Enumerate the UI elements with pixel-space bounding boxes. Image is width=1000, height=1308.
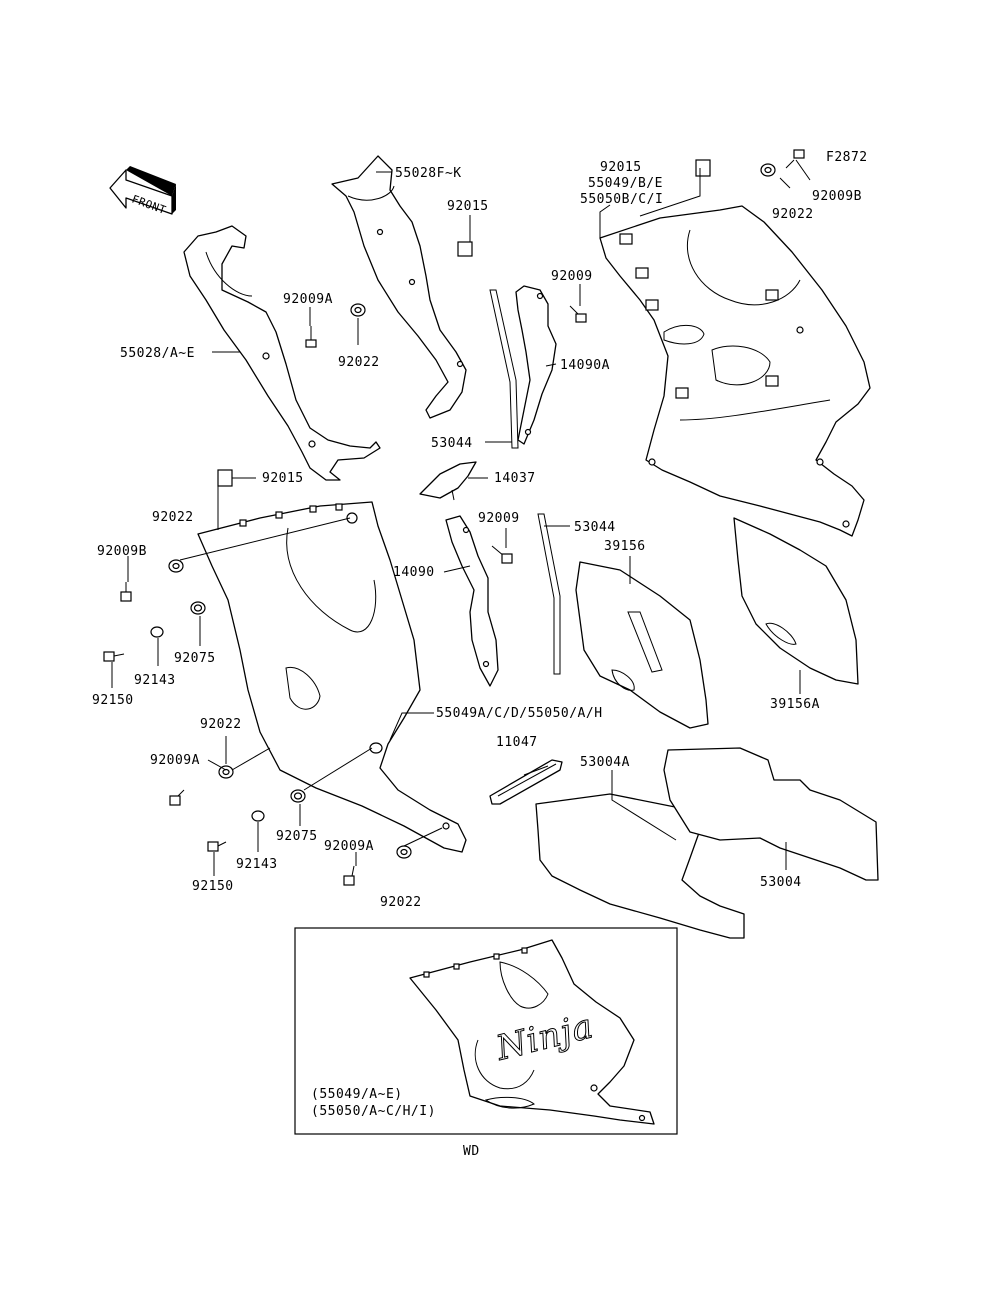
pad-53004-shape [663,747,879,881]
figure-code: F2872 [826,150,868,165]
label-55028AE: 55028/A~E [120,346,195,361]
right-cowl-shape [599,205,871,537]
label-92009A-c: 92009A [324,839,374,854]
clip-92015-b-shape [695,159,711,177]
clip-92015-a-shape [457,241,473,257]
part-14037-shape [419,461,477,499]
pad-39156-shape [575,561,709,729]
bolt-92009A-a-shape [305,326,317,348]
clip-row-left-cowl [239,503,343,527]
bolt-92009-a-shape [569,305,587,323]
label-92009B-a: 92009B [812,189,862,204]
grommet-small-cowl [369,742,383,754]
bracket-14090a-shape [515,285,557,445]
label-92150-b: 92150 [192,879,234,894]
washer-92022-b-shape [350,303,366,317]
trim-53044-a-shape [489,289,519,449]
label-55028FK: 55028F~K [395,166,462,181]
label-39156A: 39156A [770,697,820,712]
front-arrow-icon: FRONT [109,166,176,217]
inset-caption-line2: (55050/A~C/H/I) [311,1104,436,1119]
label-39156: 39156 [604,539,646,554]
label-92015-c: 92015 [262,471,304,486]
clip-92015-c-shape [217,469,233,487]
inset-label: WD [463,1144,480,1159]
label-53044-a: 53044 [431,436,473,451]
inset-box: Ninja (55049/A~E) (55050/A~C/H/I) [294,927,678,1135]
inset-cowl-shape [409,939,655,1125]
label-92022-e: 92022 [380,895,422,910]
washer-92022-a-shape [760,163,776,177]
washer-92022-c-shape [168,559,184,573]
label-55049ACD: 55049A/C/D/55050/A/H [436,706,603,721]
lower-panel-55028ae-shape [183,225,381,481]
screw-92150-a-shape [103,651,125,662]
label-92009A-b: 92009A [150,753,200,768]
label-11047: 11047 [496,735,538,750]
label-92022-c: 92022 [152,510,194,525]
washer-92022-e-shape [396,845,412,859]
label-92009B-b: 92009B [97,544,147,559]
label-92075-a: 92075 [174,651,216,666]
label-92150-a: 92150 [92,693,134,708]
label-92009A-a: 92009A [283,292,333,307]
inner-panel-55028fk-shape [331,155,467,419]
label-92015-b: 92015 [600,160,642,175]
bracket-14090-shape [445,515,499,687]
label-92009-a: 92009 [551,269,593,284]
trim-53044-b-shape [537,513,561,675]
screw-92150-b-shape [207,841,227,852]
label-55050BCI: 55050B/C/I [580,192,663,207]
nut-92143-a-shape [150,626,164,638]
label-92022-a: 92022 [772,207,814,222]
inset-clip-row [423,947,528,978]
pad-39156a-shape [733,517,859,685]
label-14090A: 14090A [560,358,610,373]
nut-92143-b-shape [251,810,265,822]
bolt-92009B-b-shape [120,582,132,602]
bolt-92009B-a-shape [785,149,805,169]
label-53004: 53004 [760,875,802,890]
label-92015-a: 92015 [447,199,489,214]
label-92022-b: 92022 [338,355,380,370]
part-labels: 55028F~K 92015 92015 55049/B/E 55050B/C/… [92,160,862,910]
inset-caption-line1: (55049/A~E) [311,1087,403,1102]
bolt-92009-b-shape [491,545,513,564]
label-14090: 14090 [393,565,435,580]
left-lower-cowl-shape [197,501,467,853]
label-92075-b: 92075 [276,829,318,844]
grommet-92075-a-shape [190,601,206,615]
label-92143-a: 92143 [134,673,176,688]
leader-lines [111,159,811,876]
label-92143-b: 92143 [236,857,278,872]
label-92009-b: 92009 [478,511,520,526]
label-53004A: 53004A [580,755,630,770]
label-55049BE: 55049/B/E [588,176,663,191]
washer-92022-d-shape [218,765,234,779]
label-53044-b: 53044 [574,520,616,535]
bolt-92009A-c-shape [343,865,355,886]
grommet-92075-b-shape [290,789,306,803]
label-92022-d: 92022 [200,717,242,732]
bolt-92009A-b-shape [169,789,185,806]
label-14037: 14037 [494,471,536,486]
